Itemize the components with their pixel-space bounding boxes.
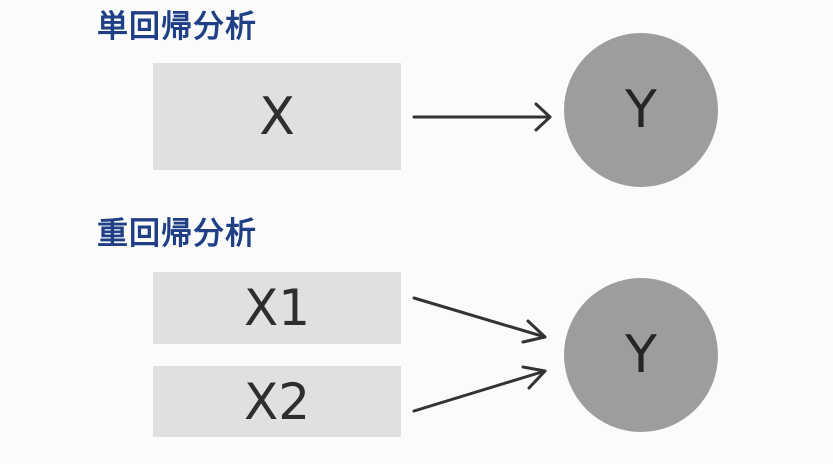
multiple-regression-heading: 重回帰分析 bbox=[97, 216, 257, 252]
output-circle-y-multiple: Y bbox=[564, 278, 718, 432]
arrow-x-to-y bbox=[412, 102, 552, 132]
input-box-x1: X1 bbox=[153, 272, 401, 344]
simple-regression-heading: 単回帰分析 bbox=[97, 9, 257, 45]
output-circle-y-simple: Y bbox=[564, 33, 718, 187]
arrow-x1-to-y bbox=[412, 296, 547, 344]
arrow-x2-to-y bbox=[412, 365, 547, 413]
input-box-x2: X2 bbox=[153, 366, 401, 437]
input-box-x: X bbox=[153, 63, 401, 170]
